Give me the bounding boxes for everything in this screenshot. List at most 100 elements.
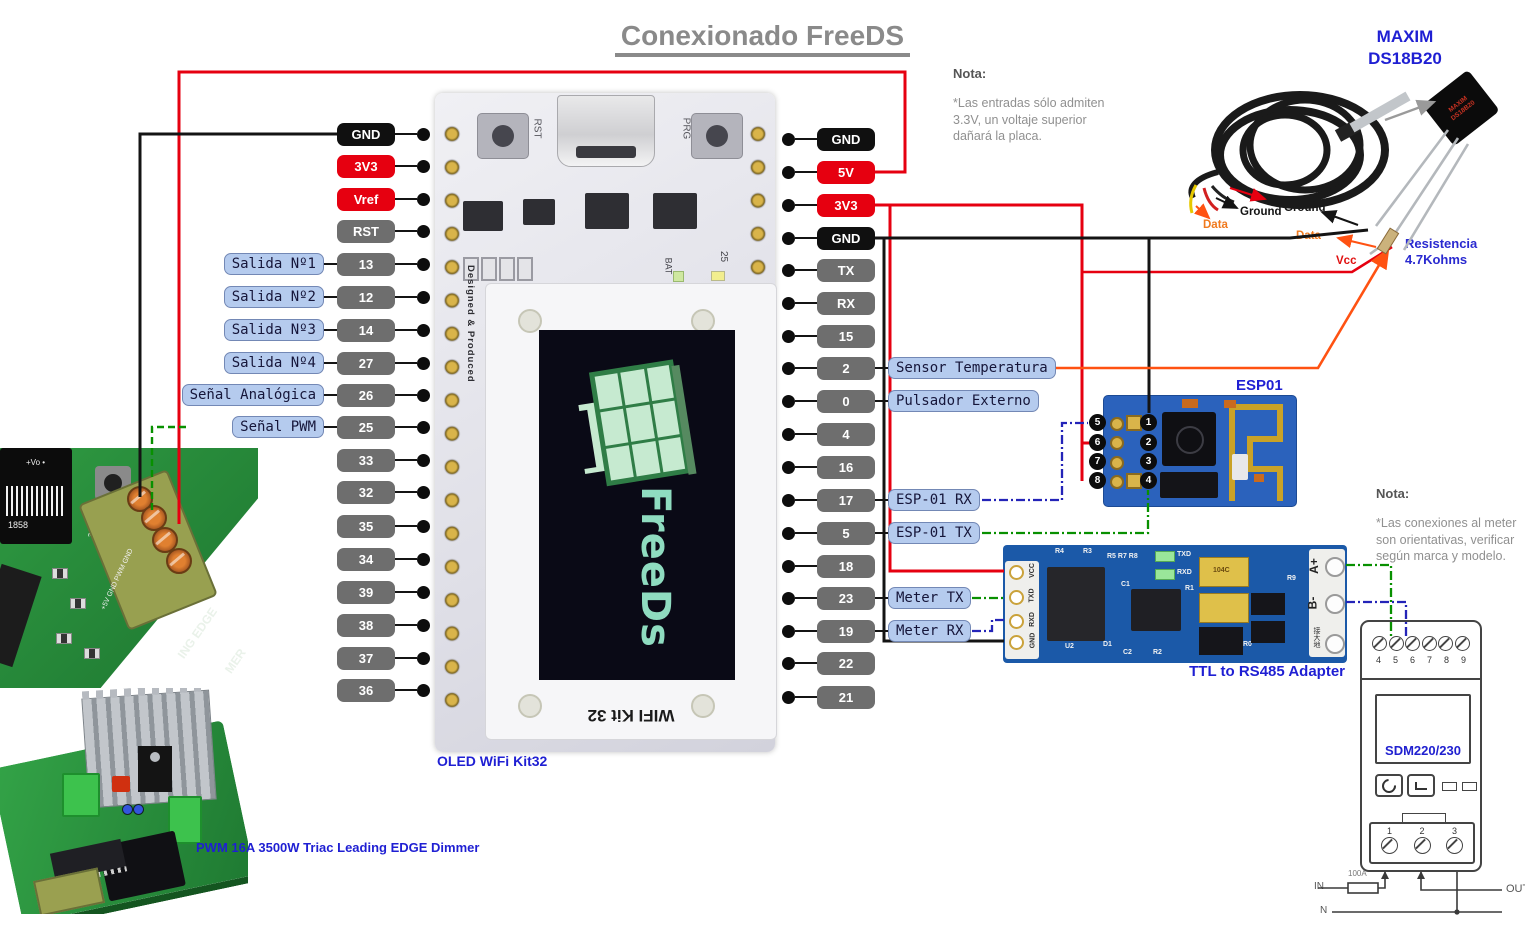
note-top: Nota: *Las entradas sólo admiten 3.3V, u… (953, 66, 1123, 145)
pin-box: 19 (817, 619, 875, 643)
pin-box: 27 (337, 351, 395, 375)
txd-led-label: TXD (1177, 551, 1191, 558)
pwm-dimmer-photo (0, 688, 248, 914)
pin-dot (782, 132, 795, 146)
terminal-screw (1388, 636, 1404, 651)
probe-sleeve (1334, 119, 1362, 142)
pin-function-label: Salida Nº1 (223, 253, 324, 275)
r0-ref: R0 (1243, 641, 1252, 648)
pin-box: 16 (817, 455, 875, 479)
terminal-screw (1438, 636, 1454, 651)
pullup-resistor (1376, 227, 1400, 255)
wire-red-small (1202, 187, 1219, 212)
ds18b20-package: MAXIM DS18B20 (1422, 69, 1500, 147)
data-label-comp: Data (1296, 230, 1321, 242)
pin-function-label: Meter TX (888, 587, 972, 609)
note-body: *Las conexiones al meter son orientativa… (1376, 516, 1517, 563)
second-chip (1131, 589, 1181, 631)
barcode (6, 486, 64, 516)
ds18b20-brand: MAXIM (1376, 27, 1434, 46)
u2-chip (1047, 567, 1105, 641)
pin-row-left: 39 (100, 580, 430, 604)
flash-chip (1160, 472, 1218, 498)
pin-row-left: 32 (100, 480, 430, 504)
terminal-green (62, 773, 100, 817)
pin-dot (417, 453, 430, 467)
a-plus-hole (1325, 557, 1345, 577)
u2-ref: U2 (1065, 643, 1074, 650)
r1-ref: R1 (1185, 585, 1194, 592)
indicator-window (1442, 782, 1457, 791)
pin-box: 5V (817, 160, 875, 184)
pin-box: 38 (337, 613, 395, 637)
pin-row-right: 4 (782, 422, 1112, 446)
rxd-led (1155, 569, 1175, 580)
pin-dot (782, 493, 795, 507)
d1-ref: D1 (1103, 641, 1112, 648)
rxd-led-label: RXD (1177, 569, 1192, 576)
probe-tube (1349, 91, 1411, 133)
pin-dot (782, 427, 795, 441)
pin-row-left: GND (100, 122, 430, 146)
in-label: IN (1314, 881, 1324, 892)
earth-hole (1325, 634, 1345, 654)
pin-row-left: RST (100, 219, 430, 243)
earth-label: 接大地 (1313, 627, 1320, 648)
out-label: OUT (1506, 883, 1525, 895)
esp01-pin-1: 1 (1140, 414, 1157, 431)
esp32-board-photo: RST PRG BAT 25 Designed & Produced (435, 93, 777, 752)
pin-dot (417, 388, 430, 402)
pin-function-label: Salida Nº4 (223, 352, 324, 374)
gnd-hole (1009, 635, 1024, 650)
n-label: N (1320, 905, 1328, 916)
pin-dot (782, 296, 795, 310)
pin-dot (782, 690, 795, 704)
pin-box: 3V3 (817, 193, 875, 217)
pin-box: 18 (817, 554, 875, 578)
pin-box: 0 (817, 389, 875, 413)
data-label-cable: Data (1203, 219, 1228, 231)
diode (1251, 621, 1285, 643)
pin-holes-left (440, 119, 464, 719)
yellow-capacitor (1199, 593, 1249, 623)
pin-function-label: Señal PWM (232, 416, 324, 438)
pin-box: 34 (337, 547, 395, 571)
terminal-screw (166, 548, 192, 574)
pin-box: 5 (817, 521, 875, 545)
pin-dot (417, 683, 430, 697)
esp01-pin-7: 7 (1089, 453, 1106, 470)
antenna-trace (1229, 404, 1283, 501)
meter-display: SDM220/230 (1375, 694, 1471, 764)
pin-box: 15 (817, 324, 875, 348)
rs485-adapter-board: VCC TXD RXD GND U2 R4 R3 R5 R7 R8 TXD RX… (1003, 545, 1347, 663)
cycle-icon (1379, 775, 1399, 796)
top-terminals (1372, 636, 1470, 651)
ground-label-cable: Ground (1240, 206, 1282, 218)
terminal-screw (1413, 837, 1431, 854)
screw (691, 694, 715, 718)
pin-dot (417, 323, 430, 337)
pin-box: 22 (817, 651, 875, 675)
pin-box: 12 (337, 285, 395, 309)
pin-box: GND (817, 226, 875, 250)
pin-row-left: Vref (100, 187, 430, 211)
b-minus-hole (1325, 594, 1345, 614)
divider (1362, 678, 1480, 680)
terminal-screw (1381, 837, 1398, 854)
pin-dot (782, 198, 795, 212)
pin-row-left: 37 (100, 646, 430, 670)
pin-row-left: Salida Nº1 13 (100, 252, 430, 276)
pin25-silkscreen: 25 (718, 250, 730, 263)
pin-box: 35 (337, 514, 395, 538)
r3-ref: R3 (1083, 548, 1092, 555)
pin-dot (417, 651, 430, 665)
esp01-pin-5: 5 (1089, 414, 1106, 431)
pin-box: 36 (337, 678, 395, 702)
micro-usb-port (557, 95, 655, 167)
pin-box: 13 (337, 252, 395, 276)
